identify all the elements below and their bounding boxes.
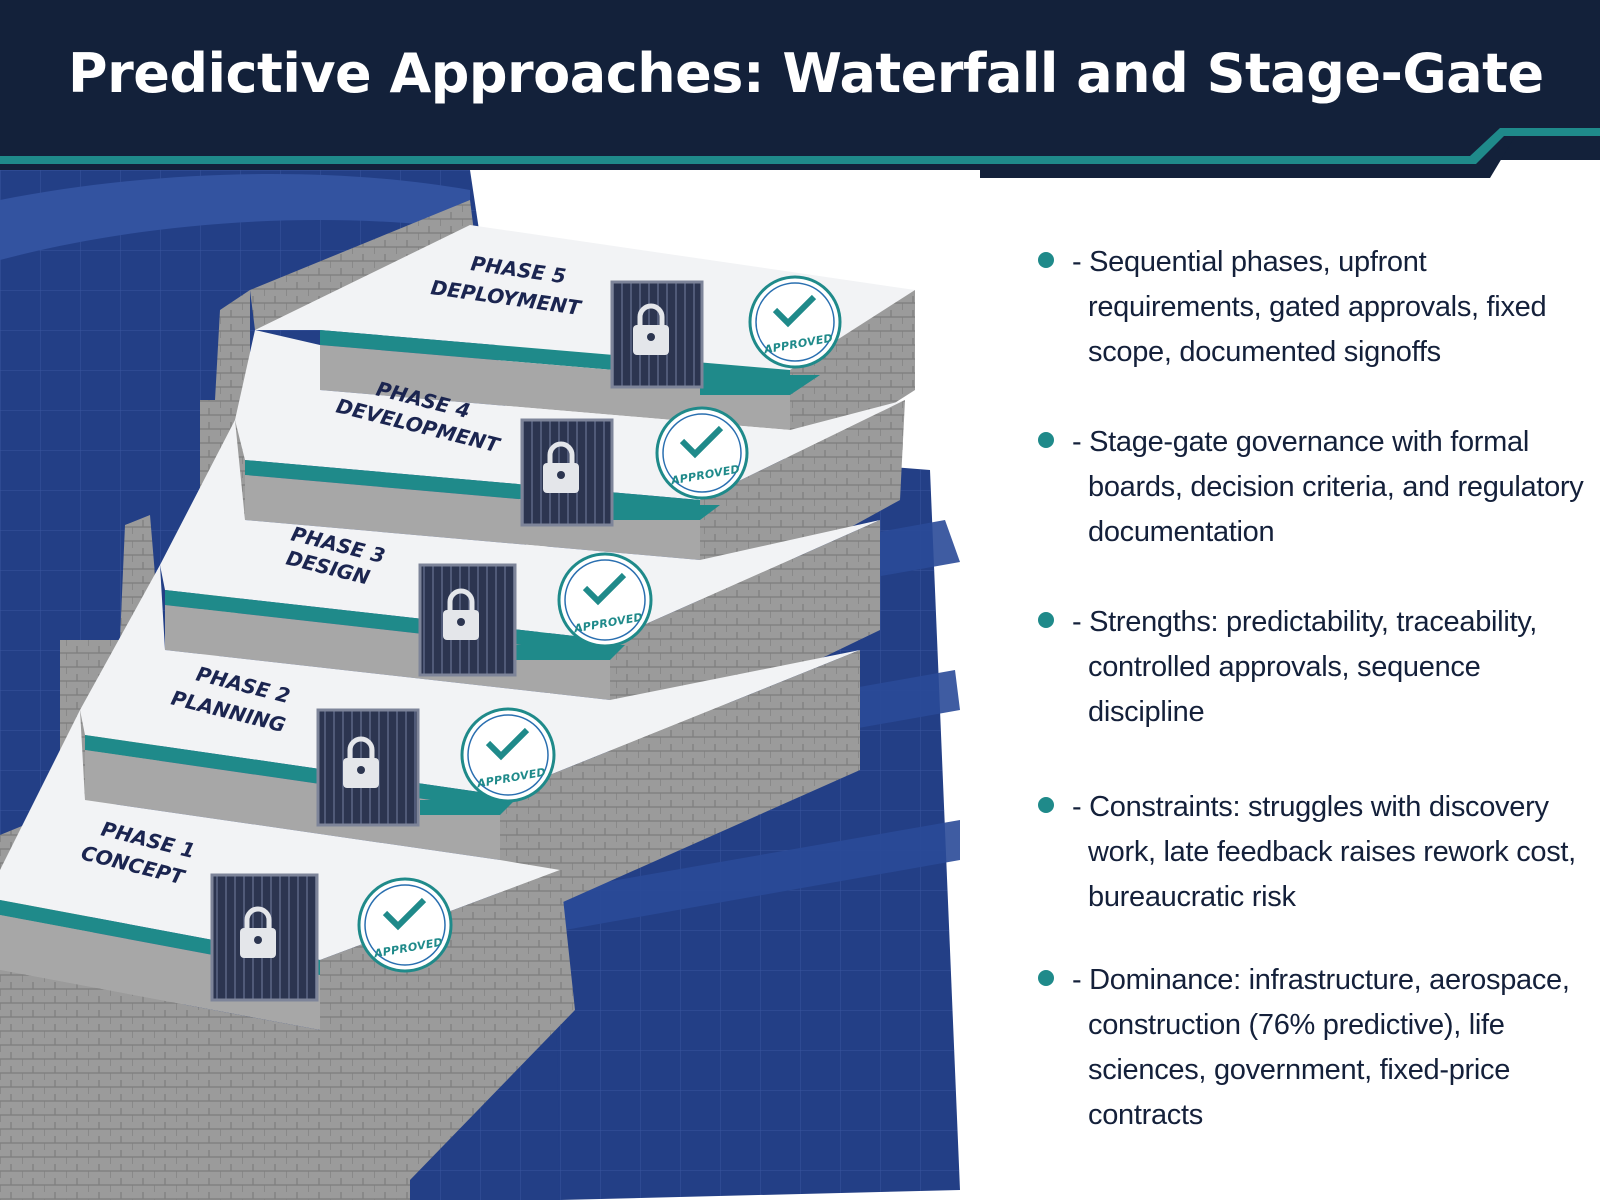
bullet-text: - Constraints: struggles with discovery …: [1072, 791, 1576, 913]
stage-gate-staircase-illustration: PHASE 5 DEPLOYMENT APPROVED PHASE 4 DEVE…: [0, 170, 980, 1200]
bullet-item: - Constraints: struggles with discovery …: [1030, 785, 1590, 920]
teal-dot-icon: [1038, 432, 1054, 448]
header-accent-stripe: [0, 128, 1600, 178]
teal-dot-icon: [1038, 612, 1054, 628]
bullet-item: - Dominance: infrastructure, aerospace, …: [1030, 958, 1590, 1138]
lock-gate-icon: [520, 418, 614, 527]
bullet-item: - Sequential phases, upfront requirement…: [1030, 240, 1590, 375]
teal-dot-icon: [1038, 797, 1054, 813]
bullet-item: - Strengths: predictability, traceabilit…: [1030, 600, 1590, 735]
page-title: Predictive Approaches: Waterfall and Sta…: [68, 42, 1544, 105]
approved-check-stamp-icon: APPROVED: [460, 707, 556, 803]
lock-gate-icon: [610, 280, 704, 389]
approved-check-stamp-icon: APPROVED: [357, 877, 453, 973]
bullet-item: - Stage-gate governance with formal boar…: [1030, 420, 1590, 555]
lock-gate-icon: [316, 708, 420, 827]
phase-3-step: PHASE 3 DESIGN APPROVED: [284, 522, 653, 677]
bullet-text: - Dominance: infrastructure, aerospace, …: [1072, 964, 1570, 1131]
lock-gate-icon: [418, 563, 517, 677]
staircase-base: [0, 970, 410, 1200]
approved-check-stamp-icon: APPROVED: [557, 552, 653, 648]
bullet-text: - Strengths: predictability, traceabilit…: [1072, 606, 1538, 728]
bullet-text: - Sequential phases, upfront requirement…: [1072, 246, 1547, 368]
bullet-text: - Stage-gate governance with formal boar…: [1072, 426, 1584, 548]
lock-gate-icon: [210, 873, 319, 1002]
phase-5-step: PHASE 5 DEPLOYMENT APPROVED: [429, 251, 842, 389]
approved-check-stamp-icon: APPROVED: [748, 275, 842, 369]
teal-dot-icon: [1038, 252, 1054, 268]
teal-dot-icon: [1038, 970, 1054, 986]
approved-check-stamp-icon: APPROVED: [655, 406, 749, 500]
